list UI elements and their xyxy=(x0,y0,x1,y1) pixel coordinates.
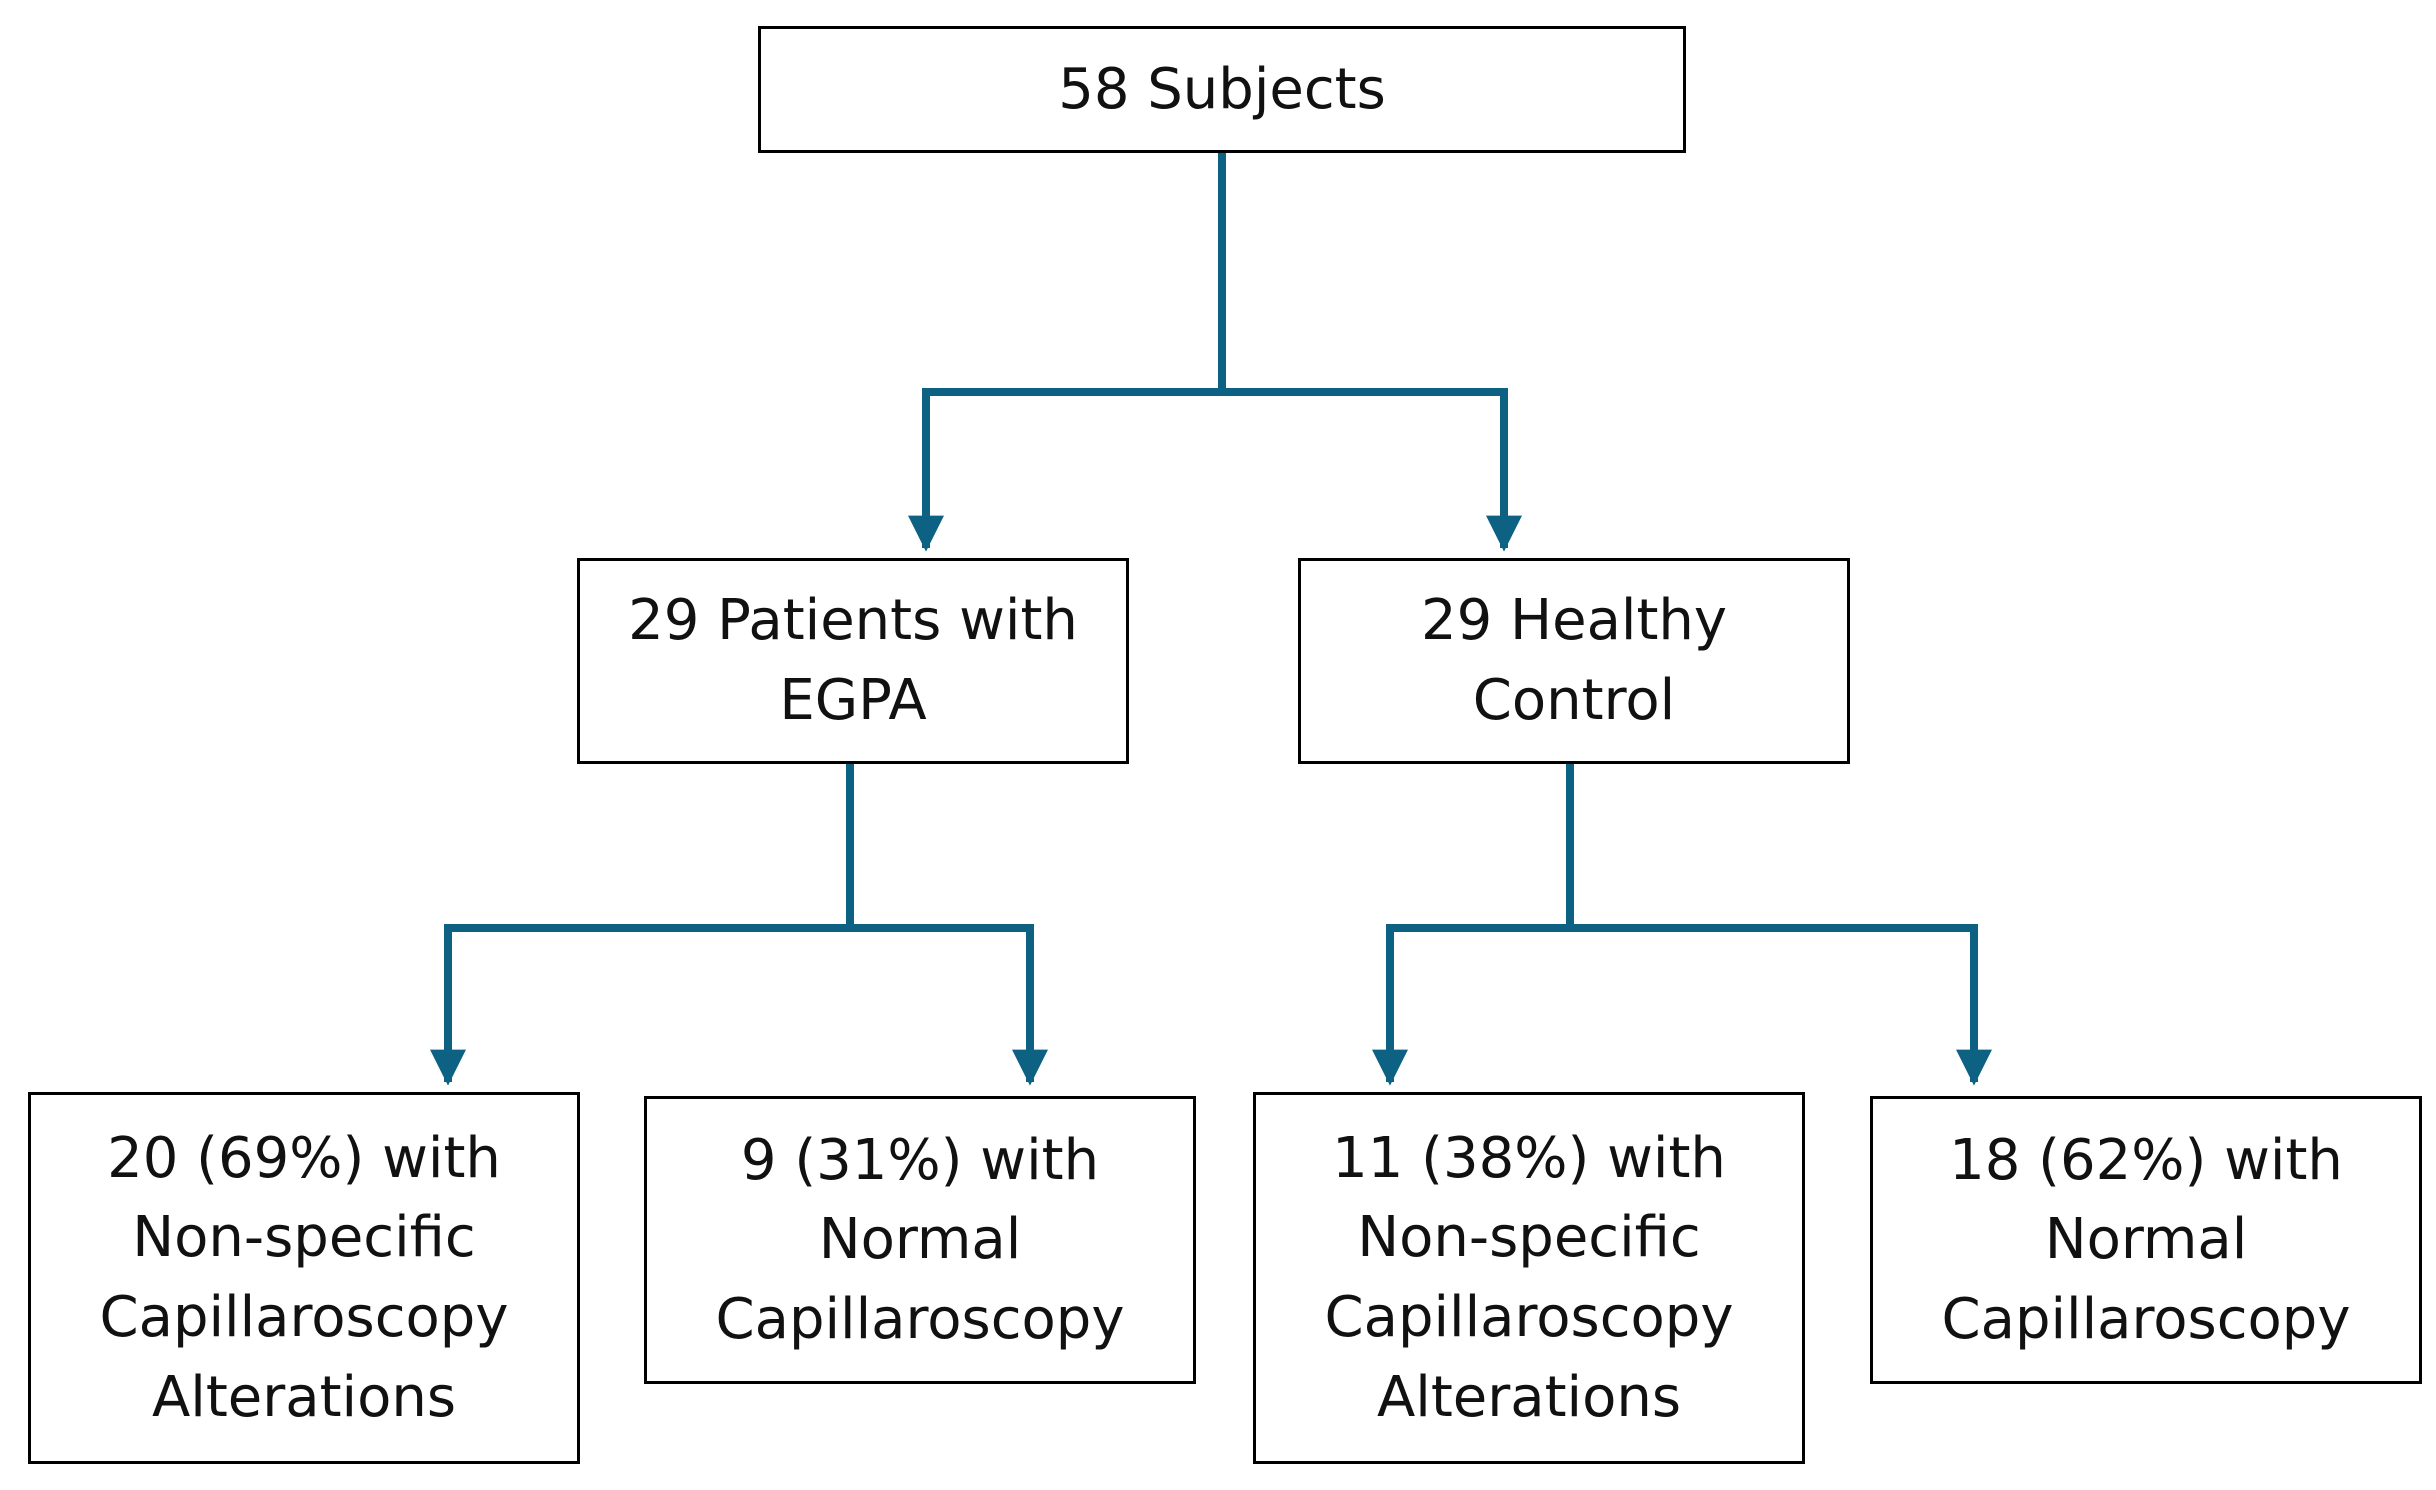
node-egpa-nonspecific-line-3: Capillaroscopy xyxy=(99,1285,509,1350)
node-egpa-patients-line-1: 29 Patients with xyxy=(628,588,1078,654)
node-egpa-nonspecific-line-1: 20 (69%) with xyxy=(107,1125,501,1191)
node-healthy-control-line-2: Control xyxy=(1472,668,1676,733)
node-healthy-control: 29 Healthy Control xyxy=(1298,558,1850,764)
node-control-nonspecific-line-2: Non-specific xyxy=(1357,1205,1701,1271)
node-control-nonspecific-line-3: Capillaroscopy xyxy=(1324,1285,1734,1350)
connector-egpa-to-normal xyxy=(850,924,1048,1086)
node-total-subjects-line-1: 58 Subjects xyxy=(1058,56,1386,122)
node-egpa-normal-line-2: Normal xyxy=(818,1207,1022,1273)
node-egpa-normal-capillaroscopy: 9 (31%) with Normal Capillaroscopy xyxy=(644,1096,1196,1384)
connector-root-to-control xyxy=(1222,388,1522,552)
connector-egpa-to-altered xyxy=(430,764,854,1086)
node-control-normal-line-2: Normal xyxy=(2044,1207,2248,1273)
node-control-nonspecific-line-1: 11 (38%) with xyxy=(1332,1125,1726,1191)
node-control-normal-line-1: 18 (62%) with xyxy=(1949,1127,2343,1193)
node-egpa-patients-line-2: EGPA xyxy=(779,668,927,733)
node-healthy-control-line-1: 29 Healthy xyxy=(1420,588,1728,654)
node-total-subjects: 58 Subjects xyxy=(758,26,1686,153)
node-egpa-nonspecific-alterations: 20 (69%) with Non-specific Capillaroscop… xyxy=(28,1092,580,1464)
node-control-nonspecific-line-4: Alterations xyxy=(1376,1364,1682,1430)
connector-control-to-altered xyxy=(1372,764,1574,1086)
node-egpa-normal-line-3: Capillaroscopy xyxy=(715,1286,1125,1352)
node-egpa-patients: 29 Patients with EGPA xyxy=(577,558,1129,764)
node-egpa-nonspecific-line-2: Non-specific xyxy=(132,1205,476,1271)
node-egpa-nonspecific-line-4: Alterations xyxy=(151,1364,457,1430)
connector-root-to-egpa xyxy=(908,152,1226,552)
connector-control-to-normal xyxy=(1570,924,1992,1086)
node-control-normal-line-3: Capillaroscopy xyxy=(1941,1286,2351,1352)
node-control-nonspecific-alterations: 11 (38%) with Non-specific Capillaroscop… xyxy=(1253,1092,1805,1464)
node-egpa-normal-line-1: 9 (31%) with xyxy=(740,1127,1100,1193)
node-control-normal-capillaroscopy: 18 (62%) with Normal Capillaroscopy xyxy=(1870,1096,2422,1384)
